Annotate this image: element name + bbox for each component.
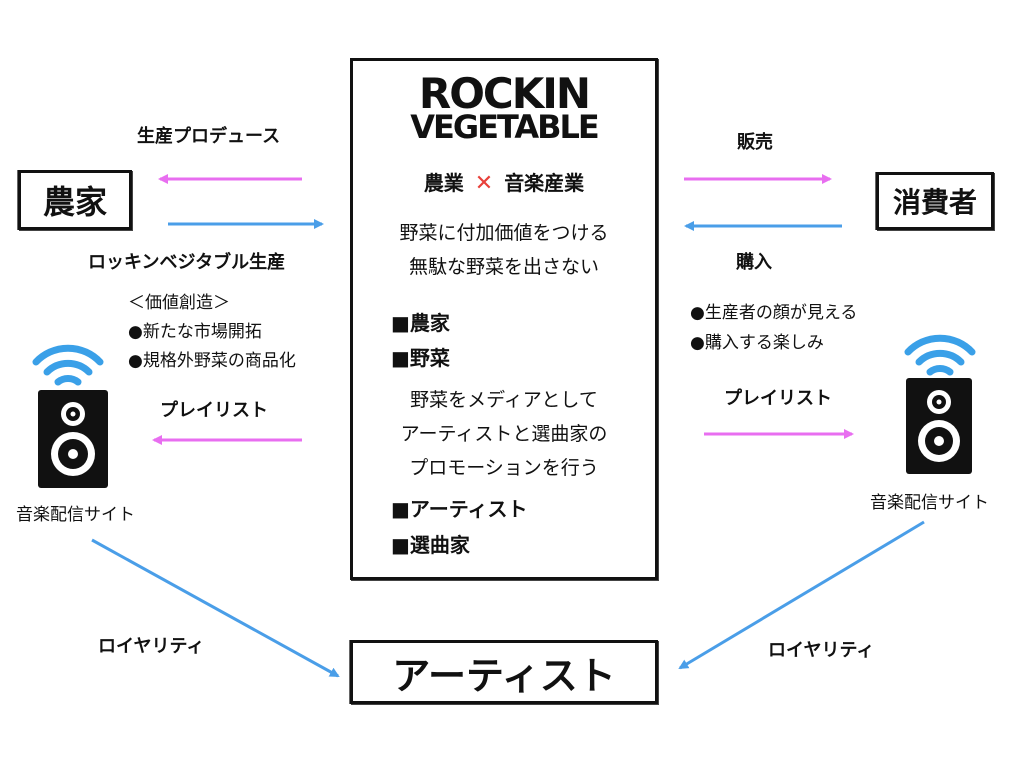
logo-line1: ROCKIN <box>418 69 591 118</box>
tagline-right: 音楽産業 <box>504 171 585 195</box>
label-production-produce: 生産プロデュース <box>137 126 281 147</box>
artist-node: アーティスト <box>350 640 658 704</box>
label-left-site: 音楽配信サイト <box>16 505 135 525</box>
bullet-farmer: ■農家 <box>391 311 450 335</box>
label-sales: 販売 <box>737 132 773 153</box>
cross-icon: ✕ <box>474 171 494 196</box>
desc2-line3: プロモーションを行う <box>409 457 599 479</box>
value-item-2: ●規格外野菜の商品化 <box>128 351 296 371</box>
wifi-icon <box>32 344 104 386</box>
value-creation-header: ＜価値創造＞ <box>128 293 230 313</box>
consumer-node: 消費者 <box>876 172 994 230</box>
label-right-royalty: ロイヤリティ <box>768 640 875 661</box>
label-right-site: 音楽配信サイト <box>870 493 989 513</box>
label-left-royalty: ロイヤリティ <box>98 636 205 657</box>
tagline-left: 農業 <box>423 171 464 195</box>
benefit-1: ●生産者の顔が見える <box>690 303 858 323</box>
speaker-icon <box>38 390 108 488</box>
bullet-selector: ■選曲家 <box>391 533 470 557</box>
label-right-playlist: プレイリスト <box>724 388 832 409</box>
benefit-2: ●購入する楽しみ <box>690 333 824 353</box>
logo-line2: VEGETABLE <box>410 108 600 146</box>
farmer-node: 農家 <box>18 170 132 230</box>
arrow-left-royalty <box>91 538 340 678</box>
label-left-playlist: プレイリスト <box>160 400 268 421</box>
arrow-right-royalty <box>678 520 925 670</box>
label-rockin-production: ロッキンベジタブル生産 <box>88 252 286 273</box>
speaker-icon <box>906 378 972 474</box>
label-purchase: 購入 <box>736 252 772 273</box>
desc1-line2: 無駄な野菜を出さない <box>408 256 599 278</box>
value-item-1: ●新たな市場開拓 <box>128 322 262 342</box>
tagline: 農業 ✕ 音楽産業 <box>353 167 655 196</box>
desc2-line1: 野菜をメディアとして <box>410 389 598 411</box>
desc1-line1: 野菜に付加価値をつける <box>399 222 609 244</box>
wifi-icon <box>904 334 976 376</box>
bullet-vegetable: ■野菜 <box>391 346 450 370</box>
bullet-artist: ■アーティスト <box>391 497 528 521</box>
desc2-line2: アーティストと選曲家の <box>400 423 608 445</box>
concept-box: ROCKIN VEGETABLE 農業 ✕ 音楽産業 野菜に付加価値をつける 無… <box>350 58 658 580</box>
